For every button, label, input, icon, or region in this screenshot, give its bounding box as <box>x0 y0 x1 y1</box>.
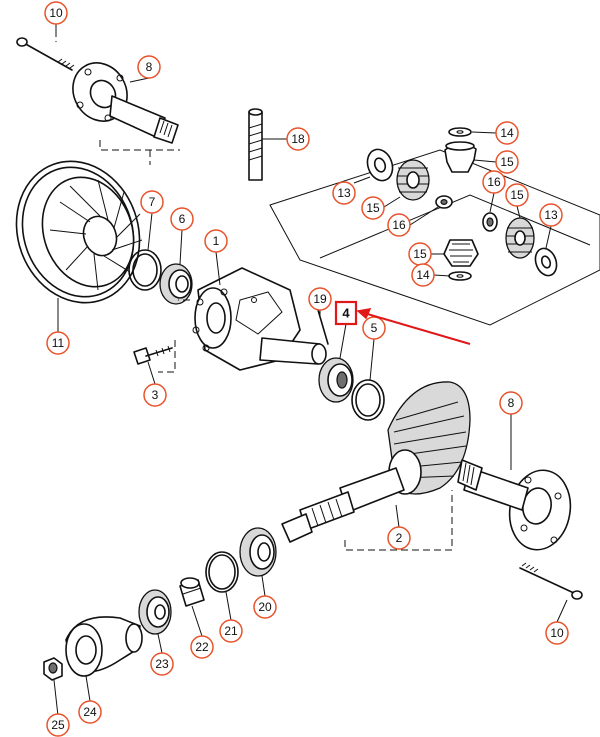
callout-24-label: 24 <box>83 705 97 719</box>
spacer-part-22 <box>179 577 205 607</box>
washer-part-16-right <box>482 212 498 232</box>
callout-23: 23 <box>150 652 174 676</box>
callout-14-top: 14 <box>495 121 519 145</box>
callout-16-right-label: 16 <box>487 175 501 189</box>
callout-24: 24 <box>78 700 102 724</box>
callout-20-label: 20 <box>258 600 272 614</box>
callout-7-label: 7 <box>149 195 156 209</box>
callout-14-bottom: 14 <box>411 263 435 287</box>
callout-5-label: 5 <box>371 321 378 335</box>
callout-13-right-label: 13 <box>544 208 558 222</box>
callout-15-left-label: 15 <box>366 201 380 215</box>
gear-set-box <box>269 149 600 326</box>
callout-8-right: 8 <box>499 391 523 415</box>
callout-23-label: 23 <box>155 657 169 671</box>
callout-10-bottom-label: 10 <box>550 626 564 640</box>
side-gear-part-15-left <box>396 159 430 201</box>
differential-housing-part-1 <box>192 267 327 371</box>
side-gear-part-15-right <box>505 217 535 259</box>
callout-4-label: 4 <box>342 306 350 321</box>
callout-3-label: 3 <box>152 388 159 402</box>
callout-10-top-label: 10 <box>49 6 63 20</box>
bolt-part-10-top <box>16 37 75 71</box>
bearing-part-20 <box>239 527 277 577</box>
group-line-part-2 <box>344 490 453 551</box>
callout-3: 3 <box>143 383 167 407</box>
bearing-part-4 <box>318 357 354 403</box>
callout-1-label: 1 <box>213 234 220 248</box>
callout-20: 20 <box>253 595 277 619</box>
thrust-washer-part-14-bottom <box>448 271 472 281</box>
pinion-gear-part-15-bottom <box>443 239 479 267</box>
callout-4-highlighted: 4 <box>334 300 358 326</box>
callout-6: 6 <box>170 207 194 231</box>
callout-15-left: 15 <box>361 196 385 220</box>
o-ring-part-7 <box>128 249 162 291</box>
highlight-arrow <box>356 308 471 345</box>
callout-14-top-label: 14 <box>500 126 514 140</box>
callout-15-top-right: 15 <box>495 150 519 174</box>
bearing-part-6 <box>159 263 193 305</box>
callout-21: 21 <box>219 619 243 643</box>
callout-15-bottom: 15 <box>408 242 432 266</box>
pinion-gear-part-15-top <box>444 141 477 173</box>
flange-shaft-part-8-right <box>457 459 572 551</box>
callout-7: 7 <box>140 190 164 214</box>
bearing-part-23 <box>138 589 172 635</box>
bearing-housing-part-24 <box>65 616 143 677</box>
o-ring-part-21 <box>205 551 239 593</box>
washer-part-16-left <box>435 195 453 209</box>
callout-14-bottom-label: 14 <box>416 268 430 282</box>
thrust-washer-part-13-right <box>534 247 558 277</box>
callout-16-left-label: 16 <box>392 218 406 232</box>
callout-22: 22 <box>190 635 214 659</box>
callout-15-top-right-label: 15 <box>500 155 514 169</box>
flange-shaft-part-8-top <box>72 62 179 144</box>
callout-16-left: 16 <box>387 213 411 237</box>
callout-18: 18 <box>286 127 310 151</box>
callout-6-label: 6 <box>179 212 186 226</box>
callout-21-label: 21 <box>224 624 238 638</box>
callout-8-top-label: 8 <box>146 60 153 74</box>
callout-8-right-label: 8 <box>508 396 515 410</box>
callout-15-right-label: 15 <box>510 188 524 202</box>
callout-13-left-label: 13 <box>337 186 351 200</box>
callout-25-label: 25 <box>51 718 65 732</box>
group-line-mid <box>158 299 190 373</box>
callout-22-label: 22 <box>195 640 209 654</box>
callout-19-label: 19 <box>313 292 327 306</box>
bolt-part-3 <box>133 345 173 365</box>
leader-lines <box>53 24 568 717</box>
callout-18-label: 18 <box>291 132 305 146</box>
callout-15-right: 15 <box>505 183 529 207</box>
callout-19: 19 <box>308 287 332 311</box>
thrust-washer-part-13-left <box>366 148 394 182</box>
callout-2-label: 2 <box>396 531 403 545</box>
callout-16-right: 16 <box>482 170 506 194</box>
thrust-washer-part-14-top <box>448 127 472 137</box>
callout-13-left: 13 <box>332 181 356 205</box>
callout-8-top: 8 <box>137 55 161 79</box>
callout-10-top: 10 <box>44 1 68 25</box>
ring-gear-pinion-shaft-part-2 <box>281 381 471 543</box>
shaft-part-18 <box>248 108 263 181</box>
callout-2: 2 <box>387 526 411 550</box>
callout-1: 1 <box>204 229 228 253</box>
callout-11: 11 <box>46 331 70 355</box>
callout-25: 25 <box>46 713 70 737</box>
callout-15-bottom-label: 15 <box>413 247 427 261</box>
bolt-part-10-bottom <box>519 562 583 600</box>
callout-13-right: 13 <box>539 203 563 227</box>
callout-11-label: 11 <box>52 336 65 350</box>
housing-cover-part-11 <box>15 160 143 304</box>
callout-10-bottom: 10 <box>545 621 569 645</box>
shim-part-5 <box>351 379 385 421</box>
callout-5: 5 <box>362 316 386 340</box>
nut-part-25 <box>43 657 63 681</box>
